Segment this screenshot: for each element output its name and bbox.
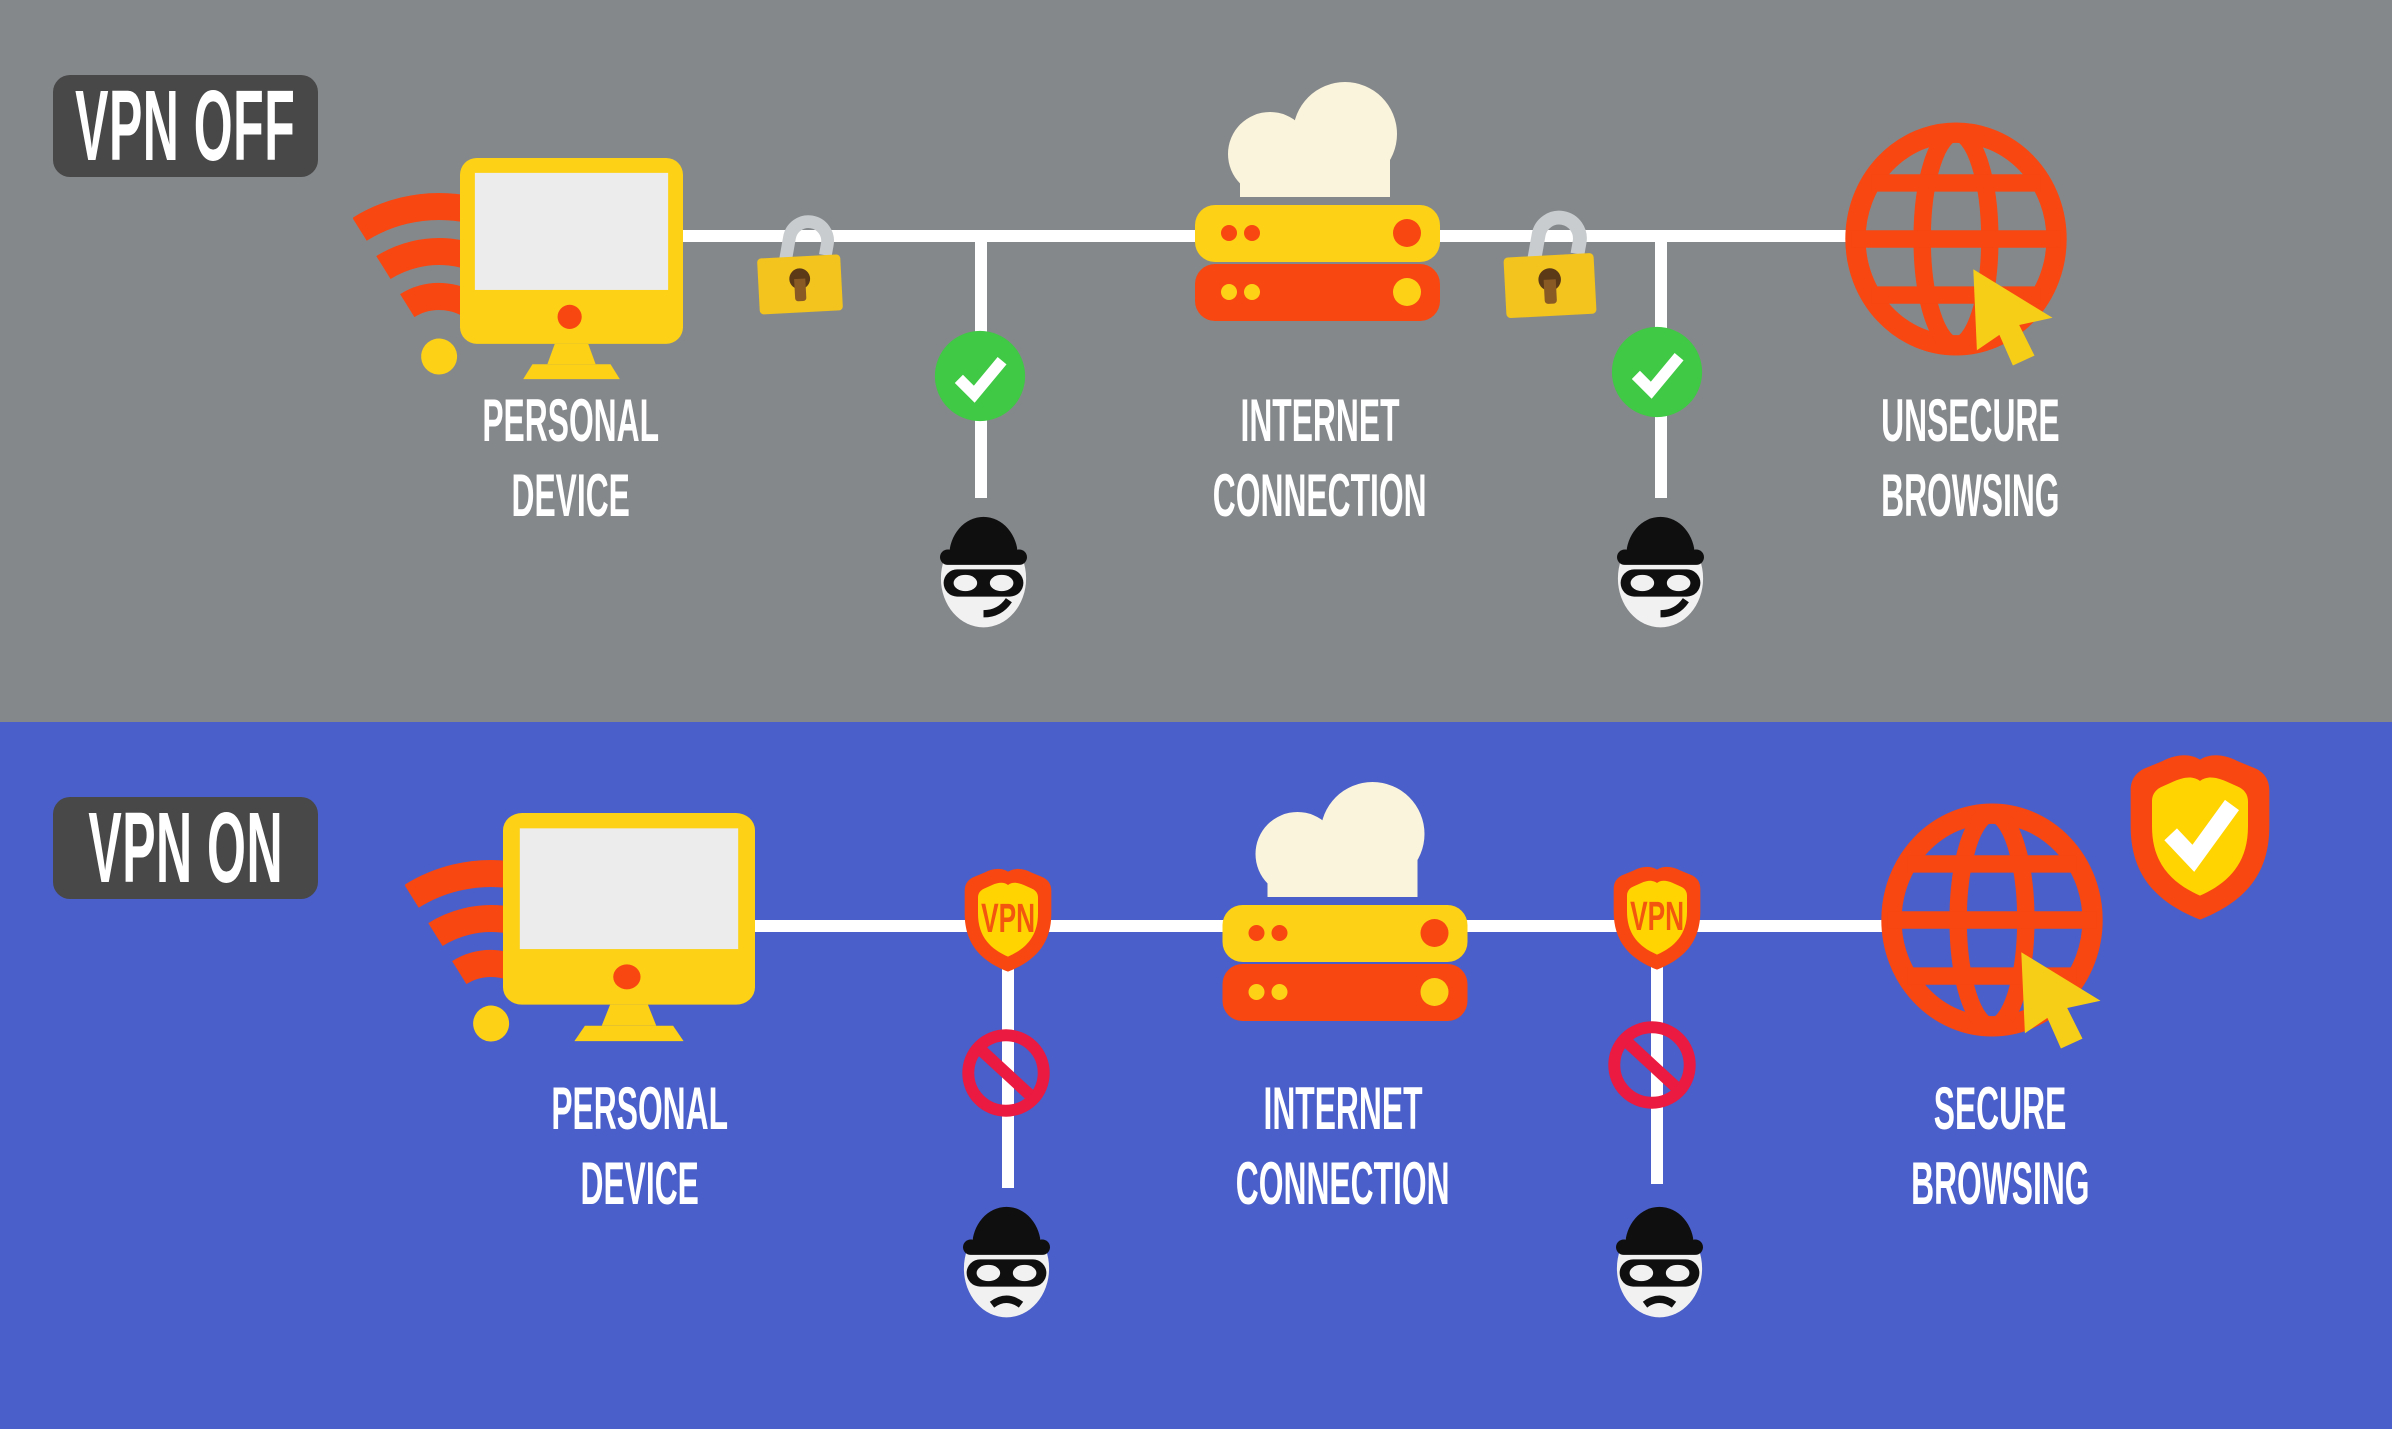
secure-browsing-label: SECURE	[1933, 1075, 2067, 1142]
unsecure-browsing-label: UNSECURE	[1880, 387, 2060, 454]
internet-connection-label: INTERNET	[1263, 1075, 1423, 1142]
vpn-off-badge-label: VPN OFF	[75, 69, 296, 182]
personal-device-label: DEVICE	[511, 462, 631, 529]
vpn-shield-label: VPN	[1630, 893, 1684, 939]
vpn-on-badge: VPN ON	[53, 792, 318, 904]
tap-line-2	[1651, 926, 1663, 1184]
open-padlock-icon	[752, 210, 848, 318]
internet-connection-label: CONNECTION	[1236, 1150, 1450, 1217]
personal-device-label: PERSONAL	[482, 387, 660, 454]
open-padlock-icon	[1498, 205, 1602, 322]
vpn-shield-label: VPN	[981, 895, 1035, 941]
cursor-icon	[2010, 945, 2110, 1053]
personal-device-icon	[460, 157, 683, 382]
personal-device-label: DEVICE	[580, 1150, 700, 1217]
cursor-icon	[1962, 262, 2062, 370]
section-vpn-off: VPN OFF PERSONAL DEVICE INTERNET CONNECT	[0, 0, 2392, 722]
internet-connection-label: CONNECTION	[1213, 462, 1427, 529]
internet-server-icon	[1220, 772, 1470, 1027]
shield-check-icon	[2120, 748, 2280, 926]
personal-device-icon	[503, 813, 755, 1043]
personal-device-label: PERSONAL	[551, 1075, 729, 1142]
section-vpn-on: VPN ON VPN VPN PER	[0, 722, 2392, 1429]
secure-browsing-label: BROWSING	[1910, 1150, 2090, 1217]
unsecure-browsing-label: BROWSING	[1880, 462, 2060, 529]
vpn-on-badge-label: VPN ON	[88, 791, 283, 904]
tap-line-1	[1002, 926, 1014, 1188]
internet-connection-label: INTERNET	[1240, 387, 1400, 454]
vpn-off-badge: VPN OFF	[53, 70, 318, 182]
internet-server-icon	[1195, 72, 1440, 327]
